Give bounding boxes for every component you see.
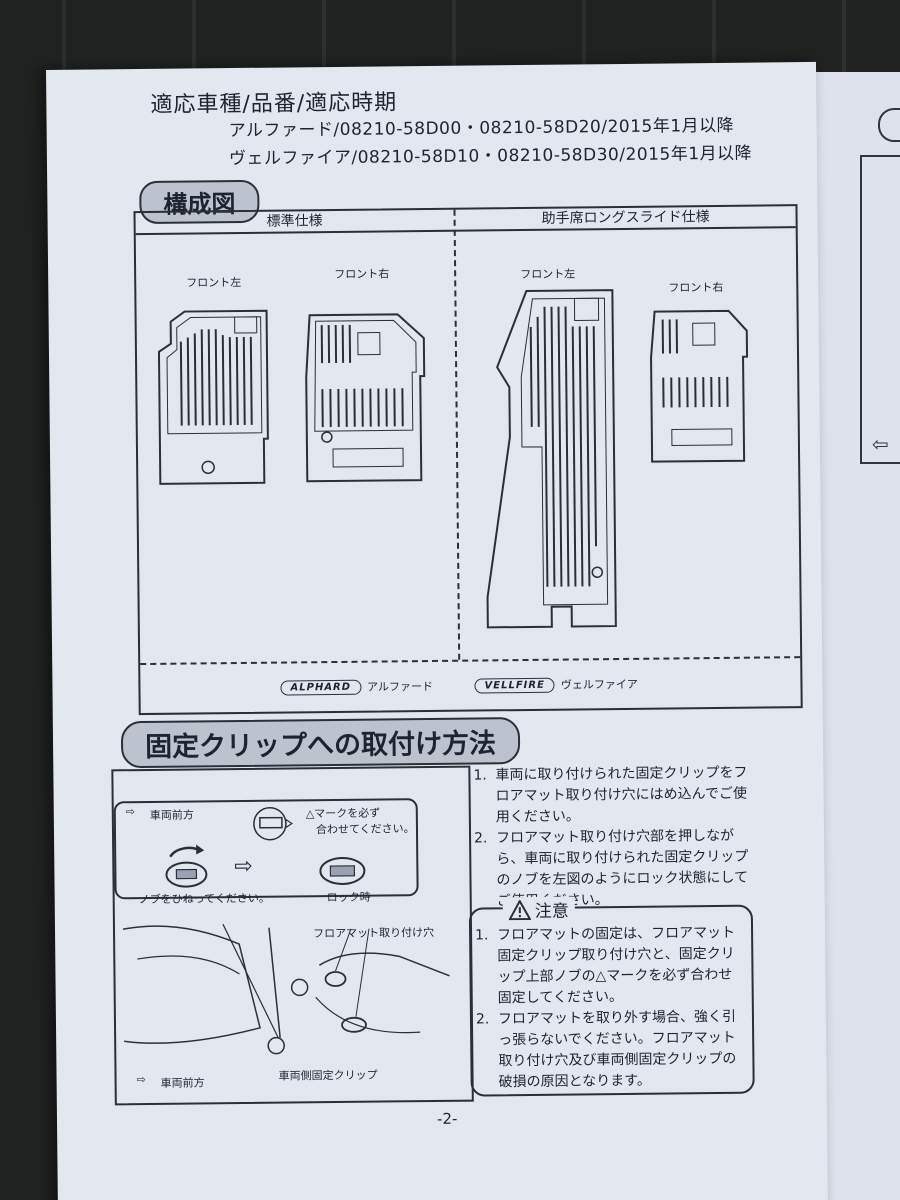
arrow-right-icon: ⇨ (125, 805, 136, 819)
vellfire-logo: VELLFIRE (474, 677, 555, 694)
knob-detail-icon (253, 806, 293, 841)
ls-front-left-label: フロント左 (520, 267, 576, 282)
alphard-legend-label: アルファード (366, 679, 433, 694)
twist-knob-label: ノブをひねってください。 (138, 891, 270, 907)
page-number: -2- (436, 1109, 458, 1128)
install-steps: 1. 車両に取り付けられた固定クリップをフロアマット取り付け穴にはめ込んでご使用… (473, 763, 755, 913)
std-front-right-label: フロント右 (334, 267, 390, 281)
next-page-arrow-icon: ⇦ (872, 432, 889, 456)
alphard-legend: ALPHARD アルファード (280, 678, 433, 696)
vehicle-front-label-top: 車両前方 (149, 808, 194, 822)
vellfire-legend-label: ヴェルファイア (560, 677, 638, 692)
locked-label: ロック時 (326, 890, 371, 905)
ls-front-right-label: フロント右 (668, 280, 724, 295)
standard-spec-header: 標準仕様 (266, 213, 323, 230)
caution-item: 1. フロアマットの固定は、フロアマット固定クリップ取り付け穴と、固定クリップ上… (475, 924, 736, 1007)
step-item: 1. 車両に取り付けられた固定クリップをフロアマット取り付け穴にはめ込んでご使用… (473, 764, 748, 826)
caution-item: 2. フロアマットを取り外す場合、強く引っ張らないでください。フロアマット取り付… (475, 1008, 737, 1091)
std-front-left-mat (157, 309, 269, 485)
next-page-diagram-frame (860, 155, 900, 464)
column-divider (453, 209, 461, 660)
ls-front-left-mat (486, 289, 617, 629)
mark-note-line2: 合わせてください。 (315, 822, 415, 837)
long-slide-spec-header: 助手席ロングスライド仕様 (541, 209, 710, 227)
clip-method-heading: 固定クリップへの取付け方法 (120, 717, 521, 769)
warning-icon (508, 899, 531, 920)
vehicle-front-label-bottom: 車両前方 (160, 1076, 205, 1090)
vellfire-line: ヴェルファイア/08210-58D10・08210-58D30/2015年1月以… (228, 143, 753, 170)
mark-note-line1: △マークを必ず (305, 806, 381, 821)
caution-list: 1. フロアマットの固定は、フロアマット固定クリップ取り付け穴と、固定クリップ上… (475, 923, 747, 1094)
alphard-logo: ALPHARD (280, 679, 362, 696)
install-illustration (122, 923, 450, 1055)
composition-diagram: 標準仕様 助手席ロングスライド仕様 フロント左 フロント右 フロント左 フロント… (133, 204, 803, 716)
vehicle-clip-label: 車両側固定クリップ (278, 1068, 378, 1083)
process-arrow-icon: ⇨ (234, 853, 253, 880)
knob-locked-icon (319, 856, 366, 885)
next-page-heading-pill (878, 108, 900, 142)
vellfire-legend: VELLFIRE ヴェルファイア (474, 676, 638, 694)
std-front-right-mat (305, 313, 426, 483)
caution-title: 注意 (502, 896, 575, 923)
alphard-line: アルファード/08210-58D00・08210-58D20/2015年1月以降 (228, 115, 735, 142)
arrow-right-icon-bottom: ⇨ (136, 1073, 146, 1087)
std-front-left-label: フロント左 (186, 275, 242, 290)
instruction-page: 適応車種/品番/適応時期 アルファード/08210-58D00・08210-58… (46, 61, 829, 1200)
legend-divider (140, 656, 801, 666)
knob-unlocked-icon (165, 844, 208, 888)
ls-front-right-mat (650, 309, 749, 463)
